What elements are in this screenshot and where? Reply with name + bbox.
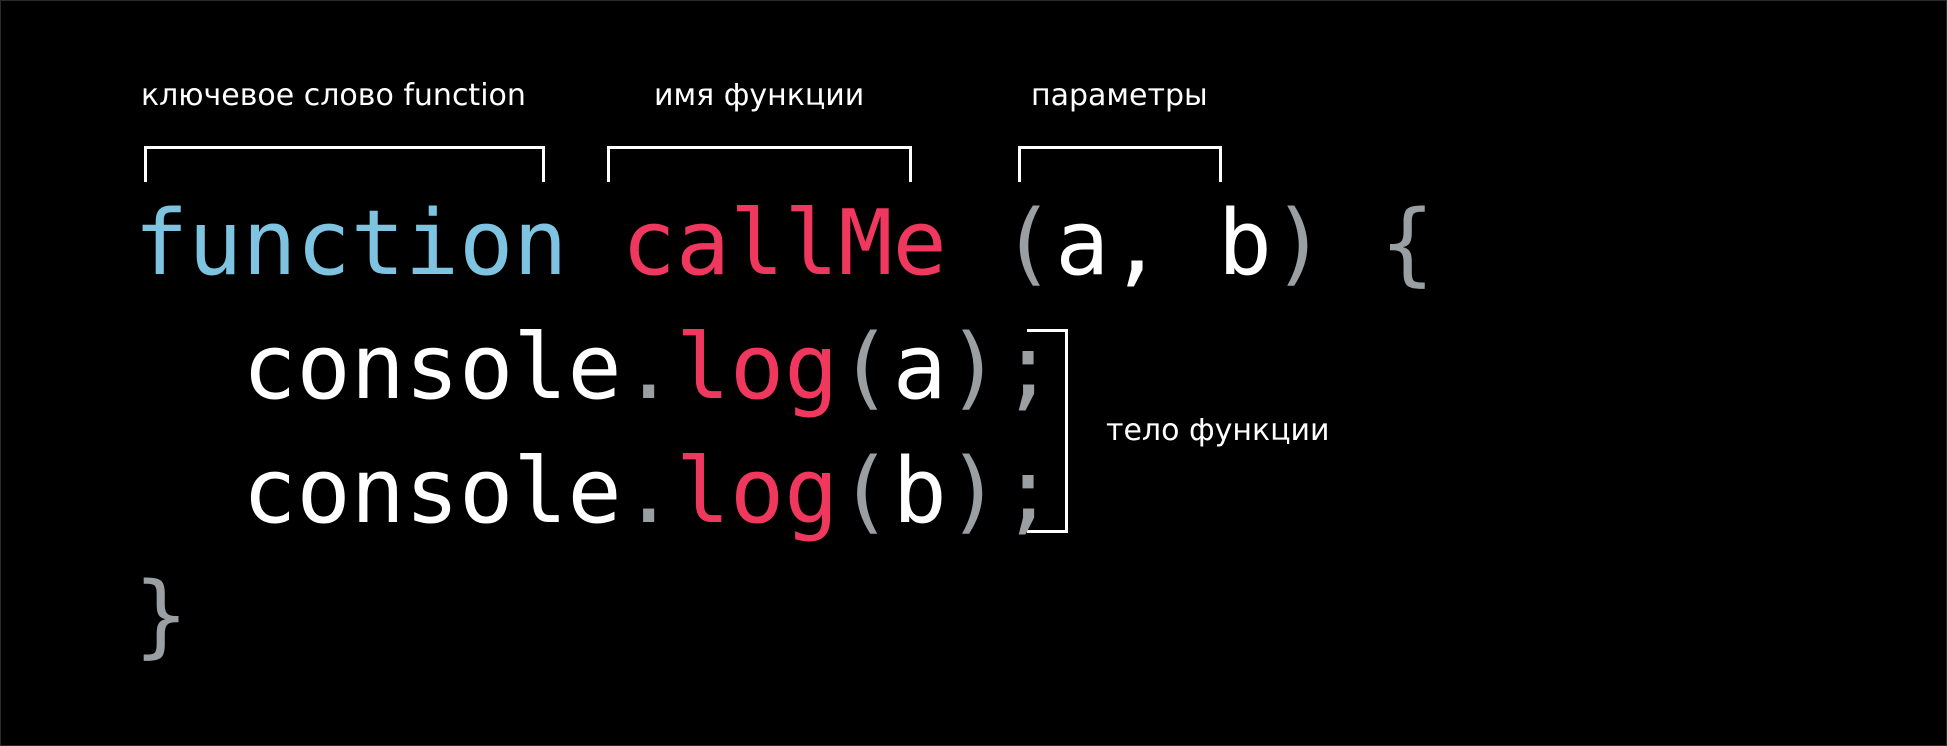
label-function-name: имя функции <box>654 78 865 113</box>
open-paren: ( <box>838 439 893 544</box>
dot: . <box>621 315 676 420</box>
param-a: a <box>1055 191 1110 296</box>
bracket-function-name <box>607 146 912 182</box>
open-paren: ( <box>1000 191 1056 296</box>
log-method: log <box>675 315 839 420</box>
code-line-2: console.log(a); <box>134 323 1055 413</box>
semicolon: ; <box>1000 315 1056 420</box>
dot: . <box>621 439 676 544</box>
close-paren: ) <box>946 439 1001 544</box>
arg-a: a <box>892 315 947 420</box>
function-name: callMe <box>621 191 947 296</box>
close-brace: } <box>134 563 189 668</box>
close-paren: ) <box>946 315 1001 420</box>
comma: , <box>1109 191 1164 296</box>
bracket-parameters <box>1018 146 1222 182</box>
arg-b: b <box>892 439 947 544</box>
console-object: console <box>242 315 622 420</box>
log-method: log <box>675 439 839 544</box>
label-keyword: ключевое слово function <box>141 78 526 113</box>
label-parameters: параметры <box>1031 78 1208 113</box>
param-b: b <box>1217 191 1272 296</box>
code-line-3: console.log(b); <box>134 447 1055 537</box>
console-object: console <box>242 439 622 544</box>
bracket-keyword <box>144 146 545 182</box>
keyword-function: function <box>134 191 568 296</box>
bracket-body <box>1027 329 1068 533</box>
code-line-4: } <box>134 571 188 661</box>
code-line-1: function callMe (a, b) { <box>134 199 1434 289</box>
semicolon: ; <box>1000 439 1056 544</box>
label-body: тело функции <box>1106 413 1330 448</box>
open-paren: ( <box>838 315 893 420</box>
close-paren: ) <box>1271 191 1327 296</box>
open-brace: { <box>1380 191 1435 296</box>
